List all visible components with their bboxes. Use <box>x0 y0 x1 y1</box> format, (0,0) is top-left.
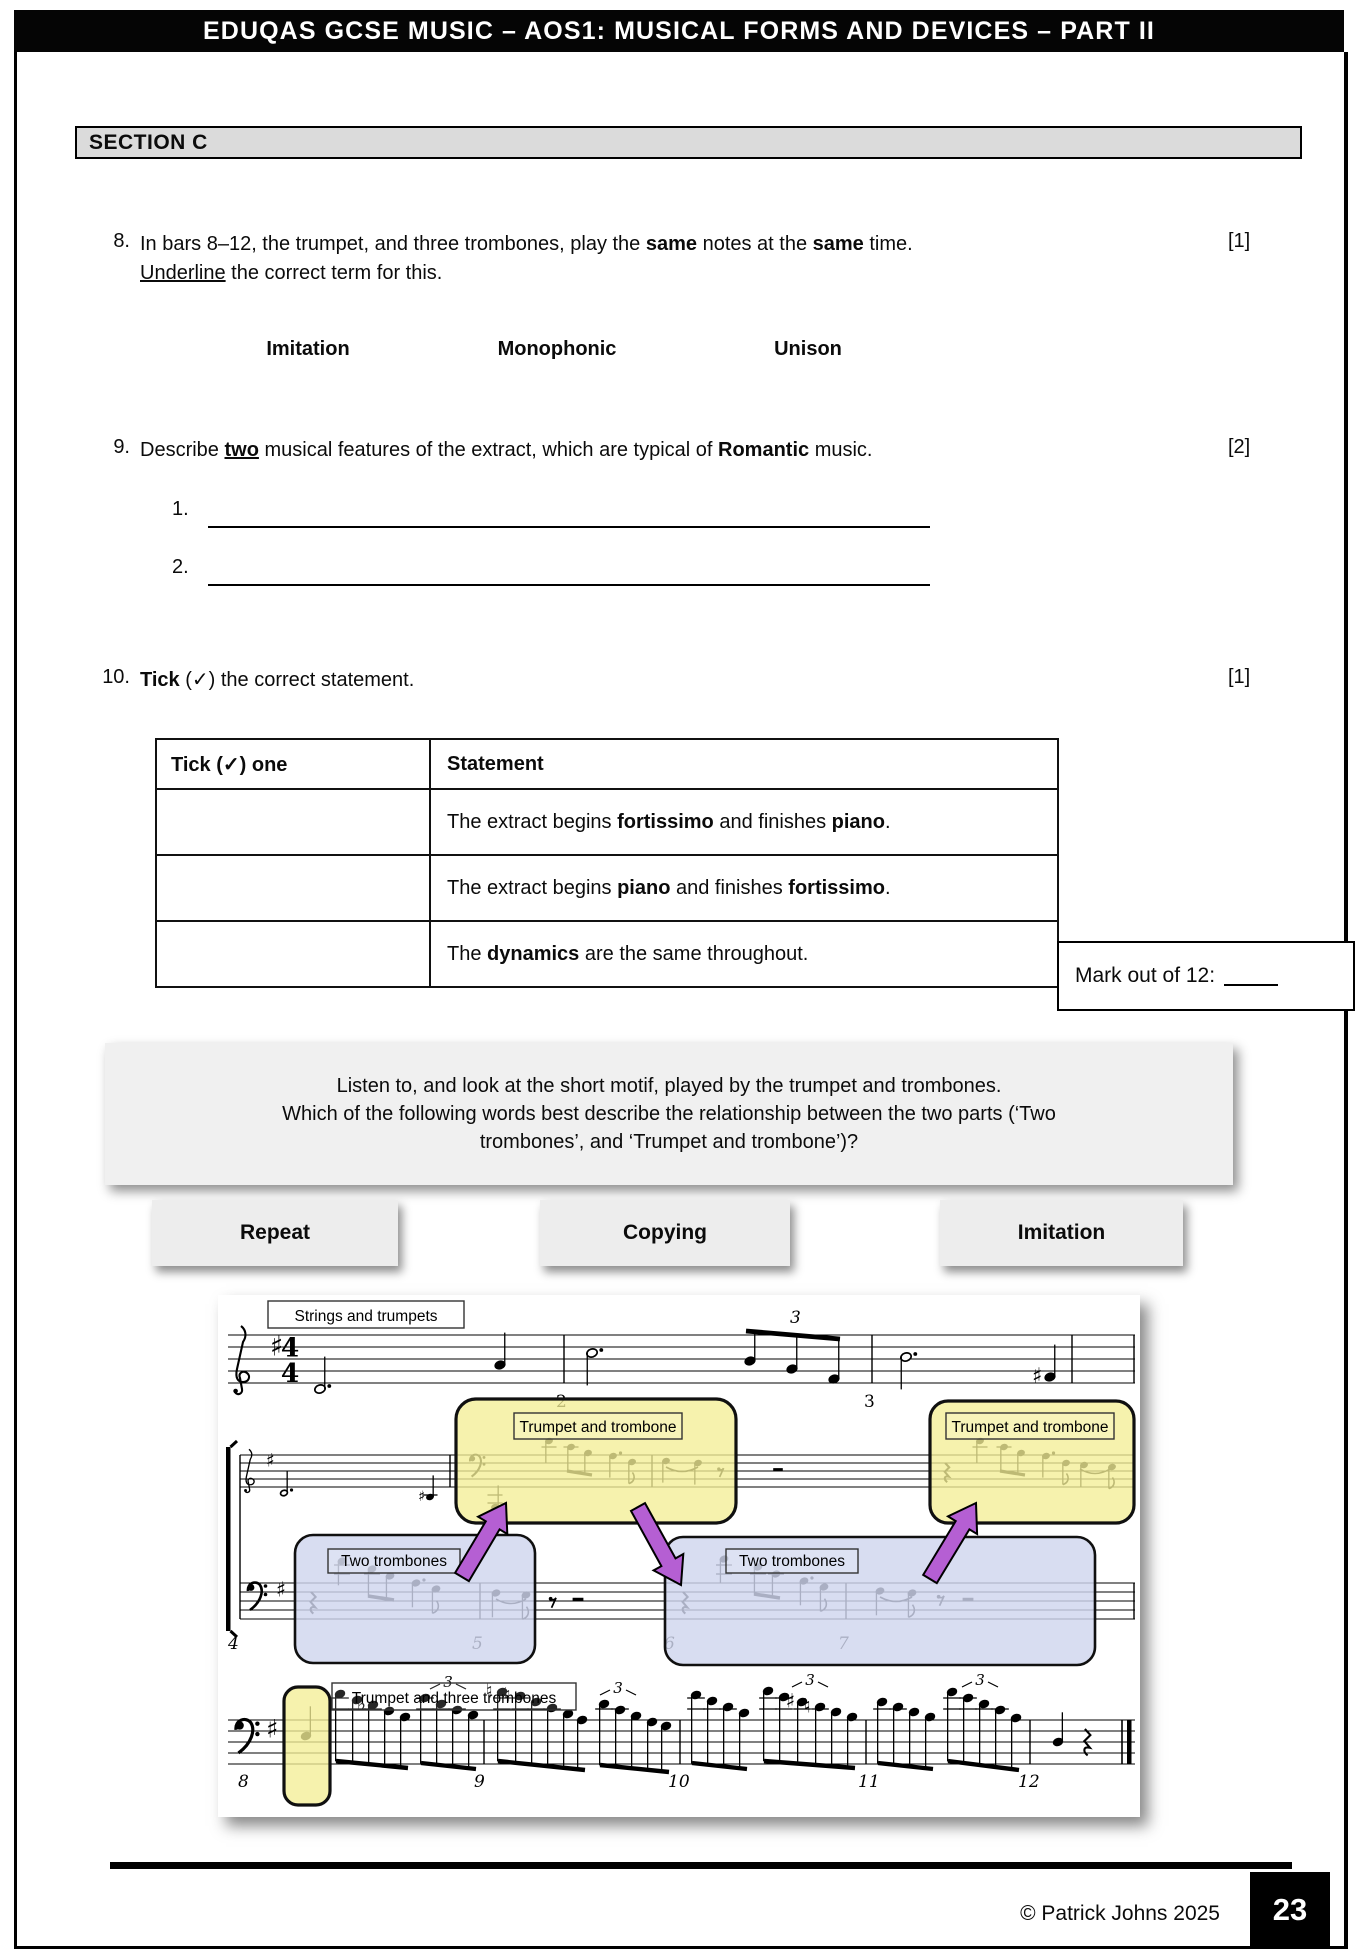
svg-text:♯: ♯ <box>276 1577 286 1601</box>
svg-text:♭: ♭ <box>357 1693 366 1716</box>
svg-text:♮: ♮ <box>504 1684 511 1707</box>
statement-1: The extract begins fortissimo and finish… <box>447 810 891 833</box>
svg-text:12: 12 <box>1018 1772 1040 1792</box>
statement-3: The dynamics are the same throughout. <box>447 942 809 965</box>
question-8-number: 8. <box>113 230 130 252</box>
prompt-line-2: Which of the following words best descri… <box>282 1103 1056 1153</box>
answer-2-blank[interactable] <box>208 584 930 586</box>
svg-text:Two trombones: Two trombones <box>739 1553 845 1570</box>
prompt-line-1: Listen to, and look at the short motif, … <box>336 1075 1002 1097</box>
svg-text:10: 10 <box>668 1772 690 1792</box>
svg-text:3: 3 <box>805 1671 815 1689</box>
svg-text:4: 4 <box>281 1333 299 1364</box>
question-10-text: Tick (✓) the correct statement. <box>140 669 415 691</box>
copyright-text: © Patrick Johns 2025 <box>1020 1902 1220 1925</box>
answer-1-blank[interactable] <box>208 526 930 528</box>
svg-text:Two trombones: Two trombones <box>341 1553 447 1570</box>
question-9-number: 9. <box>113 436 130 458</box>
table-row: The extract begins fortissimo and finish… <box>157 788 1057 854</box>
svg-text:8: 8 <box>238 1772 249 1792</box>
svg-text:Trumpet and trombone: Trumpet and trombone <box>519 1419 676 1436</box>
svg-text:Trumpet and trombone: Trumpet and trombone <box>951 1419 1108 1436</box>
question-8-marks: [1] <box>1228 230 1251 252</box>
question-9-text: Describe two musical features of the ext… <box>140 439 873 461</box>
question-8-text: In bars 8–12, the trumpet, and three tro… <box>140 233 913 284</box>
tick-cell-1[interactable] <box>157 790 431 854</box>
section-c-heading: SECTION C <box>75 126 1302 159</box>
answer-2-label: 2. <box>172 556 189 578</box>
option-imitation[interactable]: Imitation <box>266 338 350 360</box>
mark-blank[interactable] <box>1224 967 1279 986</box>
svg-text:Strings and trumpets: Strings and trumpets <box>294 1308 437 1325</box>
svg-text:3: 3 <box>864 1392 875 1412</box>
svg-text:3: 3 <box>443 1673 453 1691</box>
svg-text:3: 3 <box>790 1308 801 1328</box>
svg-text:♯: ♯ <box>1032 1364 1042 1389</box>
question-10-marks: [1] <box>1228 666 1251 688</box>
svg-text:♮: ♮ <box>486 1680 493 1703</box>
page-number: 23 <box>1250 1872 1330 1948</box>
svg-text:♮: ♮ <box>804 1695 811 1718</box>
answer-1-label: 1. <box>172 498 189 520</box>
imitation-button[interactable]: Imitation <box>940 1200 1183 1266</box>
tick-column-header: Tick (✓) one <box>157 740 431 788</box>
question-9-marks: [2] <box>1228 436 1251 458</box>
svg-text:♯: ♯ <box>266 1451 275 1472</box>
mark-label: Mark out of 12: <box>1075 964 1216 987</box>
tick-cell-2[interactable] <box>157 856 431 920</box>
statement-2: The extract begins piano and finishes fo… <box>447 876 891 899</box>
svg-text:♯: ♯ <box>270 1329 283 1362</box>
svg-text:3: 3 <box>613 1679 623 1697</box>
table-row: The extract begins piano and finishes fo… <box>157 854 1057 920</box>
tick-cell-3[interactable] <box>157 922 431 986</box>
option-unison[interactable]: Unison <box>774 338 842 360</box>
option-monophonic[interactable]: Monophonic <box>497 338 617 360</box>
question-10-number: 10. <box>102 666 130 688</box>
svg-text:♯: ♯ <box>418 1489 425 1505</box>
tick-table: Tick (✓) one Statement The extract begin… <box>155 738 1059 988</box>
statement-column-header: Statement <box>447 752 544 775</box>
svg-text:♯: ♯ <box>266 1715 278 1744</box>
svg-text:4: 4 <box>227 1634 239 1654</box>
tick-table-header: Tick (✓) one Statement <box>157 740 1057 788</box>
repeat-button[interactable]: Repeat <box>152 1200 398 1266</box>
copying-button[interactable]: Copying <box>540 1200 790 1266</box>
score-extract-image: ♯44233♯♯♯♯4567♯89101112♭3♮♮3♯♮33Strings … <box>218 1295 1140 1817</box>
svg-text:9: 9 <box>474 1772 485 1792</box>
footer-rule <box>110 1862 1292 1869</box>
svg-text:4: 4 <box>281 1358 299 1389</box>
svg-text:♯: ♯ <box>786 1690 796 1713</box>
mark-out-of-12-box: Mark out of 12: <box>1057 941 1355 1011</box>
table-row: The dynamics are the same throughout. <box>157 920 1057 986</box>
svg-text:3: 3 <box>975 1671 985 1689</box>
svg-text:11: 11 <box>858 1772 880 1792</box>
music-notation: ♯44233♯♯♯♯4567♯89101112♭3♮♮3♯♮33Strings … <box>226 1300 1136 1807</box>
page-header-title: EDUQAS GCSE MUSIC – AOS1: MUSICAL FORMS … <box>14 10 1344 52</box>
listening-prompt-box: Listen to, and look at the short motif, … <box>105 1043 1233 1185</box>
svg-text:Trumpet and three trombones: Trumpet and three trombones <box>352 1690 557 1707</box>
